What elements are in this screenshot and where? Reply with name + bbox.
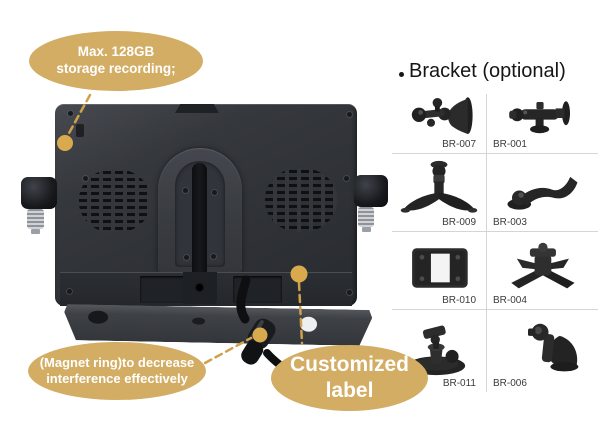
screw-icon: [183, 188, 188, 193]
mount-rail-slot: [192, 163, 207, 303]
bracket-label: BR-001: [493, 139, 527, 150]
screw-icon: [184, 255, 189, 260]
screw-icon: [347, 290, 352, 295]
screw-icon: [212, 190, 217, 195]
av-connector-right: [358, 207, 374, 227]
speaker-grille-right: [265, 168, 337, 232]
screw-icon: [68, 111, 73, 116]
bracket-label: BR-009: [442, 217, 476, 228]
grid-vertical-divider: [486, 94, 487, 392]
bracket-option-br006: BR-006: [486, 310, 598, 392]
suction-cup-bracket-icon: [528, 323, 579, 372]
control-knob-left: [21, 177, 57, 209]
callout-customized-text: Customized label: [289, 352, 409, 402]
bracket-option-br003: BR-003: [486, 154, 598, 232]
callout-magnet-ring: (Magnet ring)to decrease interference ef…: [28, 342, 206, 400]
screw-icon: [67, 289, 72, 294]
bracket-option-br004: BR-004: [486, 232, 598, 310]
bracket-options-grid: BR-007 BR-001: [392, 94, 598, 392]
curved-arm-bracket-icon: [507, 176, 578, 210]
callout-storage-line1: Max. 128GB: [77, 44, 155, 60]
av-connector-right-tip: [362, 227, 371, 232]
screw-icon: [347, 112, 352, 117]
bracket-label: BR-011: [442, 378, 476, 389]
panel-slot-detail: [76, 124, 84, 137]
stand-hole-icon: [88, 311, 108, 324]
bracket-label: BR-003: [493, 217, 527, 228]
mount-rail-foot: [183, 272, 217, 304]
speaker-grille-left: [79, 169, 151, 233]
av-connector-left-tip: [31, 229, 40, 234]
callout-magnet-line1: (Magnet ring)to decrease: [39, 354, 195, 370]
bracket-option-br007: BR-007: [392, 94, 486, 154]
arch-stand-bracket-icon: [400, 160, 478, 213]
bracket-label: BR-010: [442, 295, 476, 306]
monitor-top-notch: [175, 104, 219, 113]
claw-base-bracket-icon: [511, 242, 575, 289]
bracket-label: BR-007: [442, 139, 476, 150]
screw-icon: [83, 176, 88, 181]
u-mounting-stand: [64, 304, 373, 346]
callout-storage: Max. 128GB storage recording;: [29, 31, 203, 91]
control-knob-right: [354, 175, 388, 207]
bracket-option-br010: BR-010: [392, 232, 486, 310]
callout-customized-label: Customized label: [271, 345, 428, 411]
callout-storage-line2: storage recording;: [56, 61, 176, 76]
vesa-plate-bracket-icon: [412, 248, 468, 288]
stand-hole-icon: [300, 317, 317, 332]
screw-hole-icon: [196, 284, 203, 291]
bracket-label: BR-006: [493, 378, 527, 389]
av-connector-left: [27, 209, 44, 229]
screw-icon: [344, 176, 349, 181]
bullet-icon: [399, 72, 404, 77]
cone-wall-bracket-icon: [411, 97, 473, 134]
connector-recess-right: [233, 276, 282, 303]
connector-recess-left: [140, 276, 187, 303]
stand-hole-icon: [192, 318, 205, 325]
bracket-panel-title: Bracket (optional): [409, 60, 566, 82]
rail-swivel-bracket-icon: [509, 101, 570, 134]
monitor-back-panel: [55, 104, 357, 306]
bracket-label: BR-004: [493, 295, 527, 306]
bracket-option-br009: BR-009: [392, 154, 486, 232]
bracket-option-br001: BR-001: [486, 94, 598, 154]
callout-magnet-line2: interference effectively: [46, 371, 188, 386]
screw-icon: [211, 254, 216, 259]
